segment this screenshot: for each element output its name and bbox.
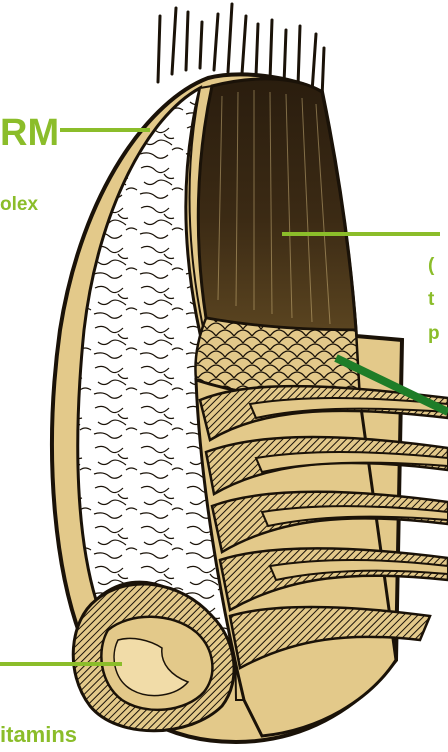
germ-sublabel-fragment: itamins — [0, 724, 77, 746]
endosperm-sublabel-fragment: olex — [0, 195, 38, 214]
bran-label-line3-fragment: p — [428, 324, 440, 343]
bran-label-line2-fragment: t — [428, 290, 434, 309]
bran-label-line1-fragment: ( — [428, 256, 434, 275]
endosperm-label-fragment: RM — [0, 114, 59, 152]
